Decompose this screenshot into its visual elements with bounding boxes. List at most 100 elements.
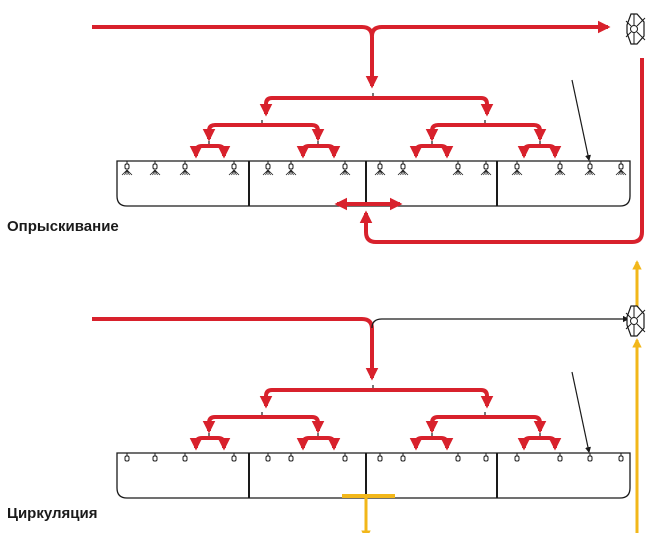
spray-jet xyxy=(402,169,409,176)
spray-jet xyxy=(516,169,523,176)
nozzle-body xyxy=(514,455,520,462)
branch-right xyxy=(485,123,547,142)
nozzle-icon xyxy=(121,161,133,176)
nozzle-body xyxy=(342,455,348,462)
nozzle-body xyxy=(483,163,489,170)
spray-jet xyxy=(483,169,487,176)
branch-right xyxy=(432,436,454,451)
valve-spoke xyxy=(625,323,632,330)
nozzle-icon xyxy=(557,453,563,462)
spray-jet xyxy=(154,169,161,176)
branch-right xyxy=(432,144,454,159)
branch-left xyxy=(296,436,318,451)
valve-core xyxy=(630,25,638,33)
valve-spoke xyxy=(625,20,632,27)
valve-icon xyxy=(625,305,646,337)
pointer-arrow xyxy=(571,371,591,454)
spray-jet xyxy=(379,169,386,176)
branch-right xyxy=(318,144,341,159)
nozzle-body xyxy=(288,455,294,462)
branch-left xyxy=(202,415,262,434)
nozzle-icon xyxy=(285,161,297,176)
spray-jet xyxy=(457,169,464,176)
nozzle-icon xyxy=(514,453,520,462)
nozzle-body xyxy=(124,455,130,462)
nozzle-icon xyxy=(262,161,274,176)
spray-jet xyxy=(559,169,566,176)
valve-spoke xyxy=(625,312,632,319)
nozzle-body xyxy=(618,163,624,170)
spray-jet xyxy=(589,169,596,176)
spray-jet xyxy=(587,169,591,176)
nozzle-icon xyxy=(182,453,188,462)
nozzle-icon xyxy=(584,161,596,176)
spray-jet xyxy=(400,169,404,176)
branch-left xyxy=(409,436,432,451)
spray-jet xyxy=(124,169,128,176)
nozzle-icon xyxy=(587,453,593,462)
spray-jet xyxy=(152,169,156,176)
spray-jet xyxy=(514,169,518,176)
branch-left xyxy=(517,144,540,159)
branch-left xyxy=(202,123,262,142)
spray-jet xyxy=(342,169,346,176)
spray-jet xyxy=(557,169,561,176)
nozzle-body xyxy=(265,163,271,170)
branch-right xyxy=(373,96,494,117)
bypass-line xyxy=(370,20,611,37)
nozzle-icon xyxy=(152,453,158,462)
nozzle-body xyxy=(514,163,520,170)
nozzle-body xyxy=(231,163,237,170)
branch-left xyxy=(259,388,373,409)
branch-right xyxy=(540,436,562,451)
branch-right xyxy=(318,436,341,451)
branch-right xyxy=(209,436,231,451)
spray-jet xyxy=(231,169,235,176)
boom-section-outline xyxy=(116,160,631,207)
nozzle-body xyxy=(152,455,158,462)
branch-left xyxy=(189,144,209,159)
branch-left xyxy=(517,436,540,451)
nozzle-body xyxy=(152,163,158,170)
nozzle-body xyxy=(587,455,593,462)
spray-jet xyxy=(377,169,381,176)
nozzle-body xyxy=(342,163,348,170)
branch-right xyxy=(209,144,231,159)
nozzle-icon xyxy=(452,161,464,176)
spray-jet xyxy=(233,169,240,176)
nozzle-body xyxy=(557,163,563,170)
spraying-label: Опрыскивание xyxy=(7,218,119,235)
branch-right xyxy=(373,388,494,409)
nozzle-body xyxy=(124,163,130,170)
nozzle-body xyxy=(231,455,237,462)
nozzle-body xyxy=(377,163,383,170)
branch-right xyxy=(540,144,562,159)
spray-jet xyxy=(184,169,191,176)
valve-spoke xyxy=(636,323,646,333)
spray-jet xyxy=(344,169,351,176)
nozzle-body xyxy=(400,163,406,170)
spray-jet xyxy=(618,169,622,176)
valve-spoke xyxy=(636,309,646,319)
nozzle-icon xyxy=(618,453,624,462)
nozzle-body xyxy=(483,455,489,462)
spray-jet xyxy=(485,169,492,176)
spraying-diagram xyxy=(92,13,646,312)
bypass-line xyxy=(371,315,630,329)
nozzle-icon xyxy=(288,453,294,462)
circulation-diagram xyxy=(92,305,646,533)
branch-right xyxy=(262,123,325,142)
branch-left xyxy=(189,436,209,451)
nozzle-icon xyxy=(615,161,627,176)
nozzle-icon xyxy=(483,453,489,462)
nozzle-body xyxy=(400,455,406,462)
nozzle-body xyxy=(377,455,383,462)
nozzle-icon xyxy=(400,453,406,462)
nozzle-icon xyxy=(179,161,191,176)
spray-jet xyxy=(288,169,292,176)
nozzle-body xyxy=(618,455,624,462)
nozzle-icon xyxy=(397,161,409,176)
nozzle-icon xyxy=(377,453,383,462)
main-feed-line xyxy=(92,317,379,381)
